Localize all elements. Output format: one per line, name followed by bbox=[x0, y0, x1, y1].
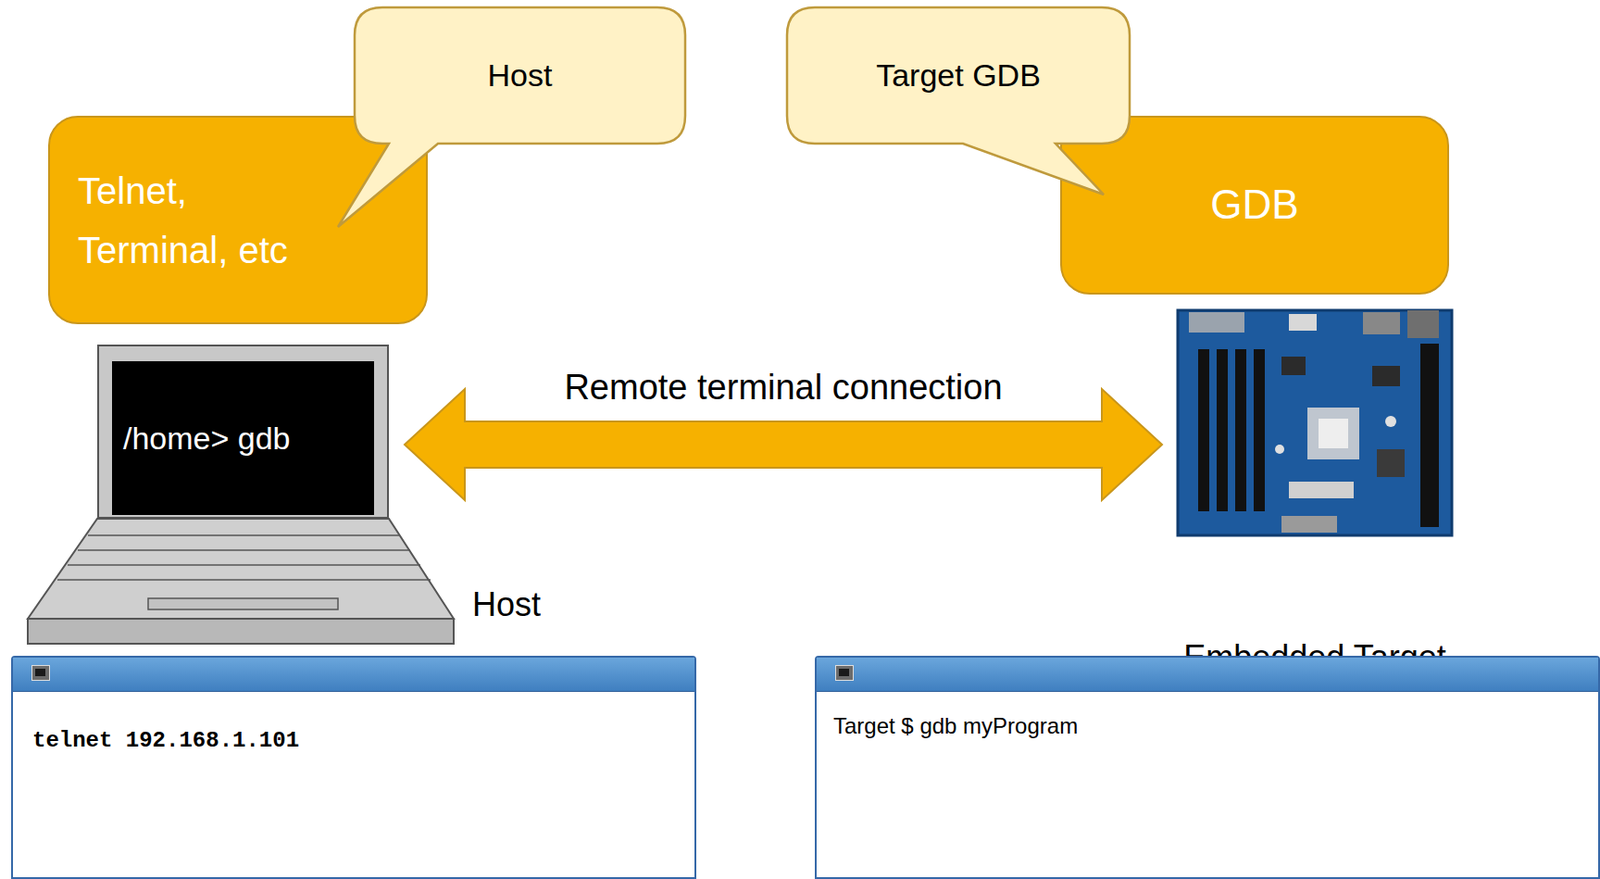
chip-logo bbox=[1318, 418, 1349, 449]
connector bbox=[1288, 313, 1317, 331]
callout-text: Target GDB bbox=[875, 57, 1041, 94]
box-text: GDB bbox=[1210, 180, 1299, 230]
window-title-bar bbox=[816, 657, 1599, 692]
key-row bbox=[77, 549, 411, 551]
laptop-front-edge bbox=[27, 618, 454, 644]
laptop-keyboard-deck bbox=[27, 518, 454, 619]
component bbox=[1275, 444, 1285, 454]
slot bbox=[1253, 349, 1265, 512]
laptop-screen: /home> gdb bbox=[97, 344, 389, 519]
callout-text: Host bbox=[487, 57, 553, 94]
connector bbox=[1407, 310, 1439, 338]
slot bbox=[1216, 349, 1228, 512]
board-picture bbox=[1177, 310, 1452, 536]
embedded-board: Embedded Target bbox=[1177, 310, 1452, 536]
connector bbox=[1362, 312, 1400, 335]
component bbox=[1376, 449, 1405, 477]
component bbox=[1372, 365, 1400, 387]
callout-bubble: Target GDB bbox=[787, 7, 1130, 144]
connector bbox=[1188, 312, 1245, 333]
slot bbox=[1235, 349, 1247, 512]
screen-text: /home> gdb bbox=[123, 420, 291, 457]
laptop-base bbox=[27, 518, 454, 644]
connector-label: Remote terminal connection bbox=[563, 367, 1002, 408]
window-title-bar bbox=[12, 657, 695, 692]
callout-bubble: Host bbox=[354, 7, 686, 144]
tool-box: GDB bbox=[1060, 115, 1450, 295]
laptop-display: /home> gdb bbox=[112, 361, 375, 515]
chip bbox=[1307, 407, 1360, 460]
key-row bbox=[67, 563, 421, 566]
terminal-text: telnet 192.168.1.101 bbox=[32, 727, 300, 753]
bubble-shape bbox=[787, 7, 1130, 195]
window-icon bbox=[31, 664, 50, 681]
connector bbox=[1281, 515, 1338, 533]
pcb bbox=[1177, 310, 1452, 536]
slot bbox=[1198, 349, 1210, 512]
box-text: Telnet, Terminal, etc bbox=[77, 161, 338, 280]
pcb-edge bbox=[1177, 310, 1452, 536]
tool-box: Telnet, Terminal, etc bbox=[48, 115, 428, 325]
component bbox=[1281, 356, 1306, 375]
window-icon bbox=[835, 664, 854, 681]
terminal-window: Target $ gdb myProgram bbox=[814, 655, 1600, 879]
laptop-touchpad bbox=[148, 598, 338, 610]
component bbox=[1288, 481, 1354, 499]
terminal-text: Target $ gdb myProgram bbox=[833, 712, 1078, 739]
key-row bbox=[87, 534, 400, 537]
component bbox=[1385, 415, 1397, 427]
device-caption: Host bbox=[472, 585, 541, 625]
terminal-window: telnet 192.168.1.101 bbox=[11, 655, 697, 879]
key-row bbox=[57, 578, 431, 581]
slot bbox=[1420, 343, 1439, 527]
